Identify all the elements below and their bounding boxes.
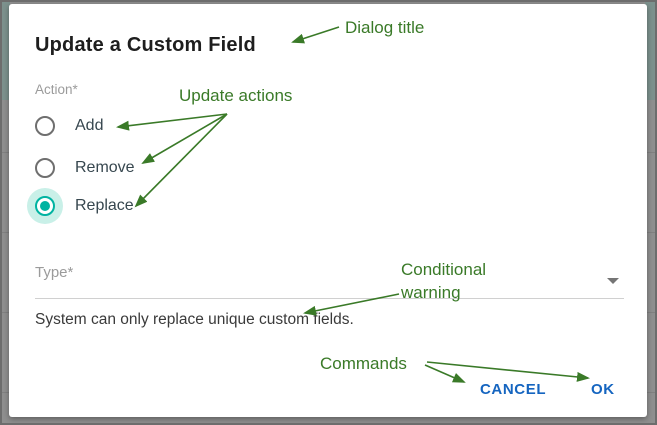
radio-dot	[40, 163, 50, 173]
radio-dot	[40, 121, 50, 131]
chevron-down-icon[interactable]	[607, 278, 619, 284]
radio-halo	[27, 188, 63, 224]
background-teal-strip-left	[2, 2, 10, 100]
background-teal-strip-right	[645, 2, 655, 100]
radio-option-remove[interactable]: Remove	[27, 150, 135, 186]
radio-label-add: Add	[75, 117, 104, 134]
radio-halo	[27, 150, 63, 186]
radio-button-icon[interactable]	[35, 158, 55, 178]
radio-option-replace[interactable]: Replace	[27, 188, 134, 224]
conditional-warning-text: System can only replace unique custom fi…	[35, 311, 354, 328]
annotation-conditional-warning: Conditional warning	[401, 260, 487, 302]
radio-label-replace: Replace	[75, 197, 134, 214]
type-select-underline[interactable]	[35, 298, 624, 299]
radio-label-remove: Remove	[75, 159, 135, 176]
action-field-label: Action*	[35, 82, 78, 97]
ok-button[interactable]: OK	[587, 379, 619, 400]
cancel-button[interactable]: CANCEL	[476, 379, 550, 400]
annotation-dialog-title: Dialog title	[345, 18, 425, 37]
update-custom-field-dialog	[9, 4, 647, 417]
radio-halo	[27, 108, 63, 144]
radio-option-add[interactable]: Add	[27, 108, 103, 144]
radio-dot	[40, 201, 50, 211]
annotation-update-actions: Update actions	[179, 86, 293, 105]
type-field-label: Type*	[35, 264, 74, 281]
radio-button-icon[interactable]	[35, 196, 55, 216]
radio-button-icon[interactable]	[35, 116, 55, 136]
dialog-title: Update a Custom Field	[35, 34, 256, 56]
annotation-commands: Commands	[320, 354, 407, 373]
